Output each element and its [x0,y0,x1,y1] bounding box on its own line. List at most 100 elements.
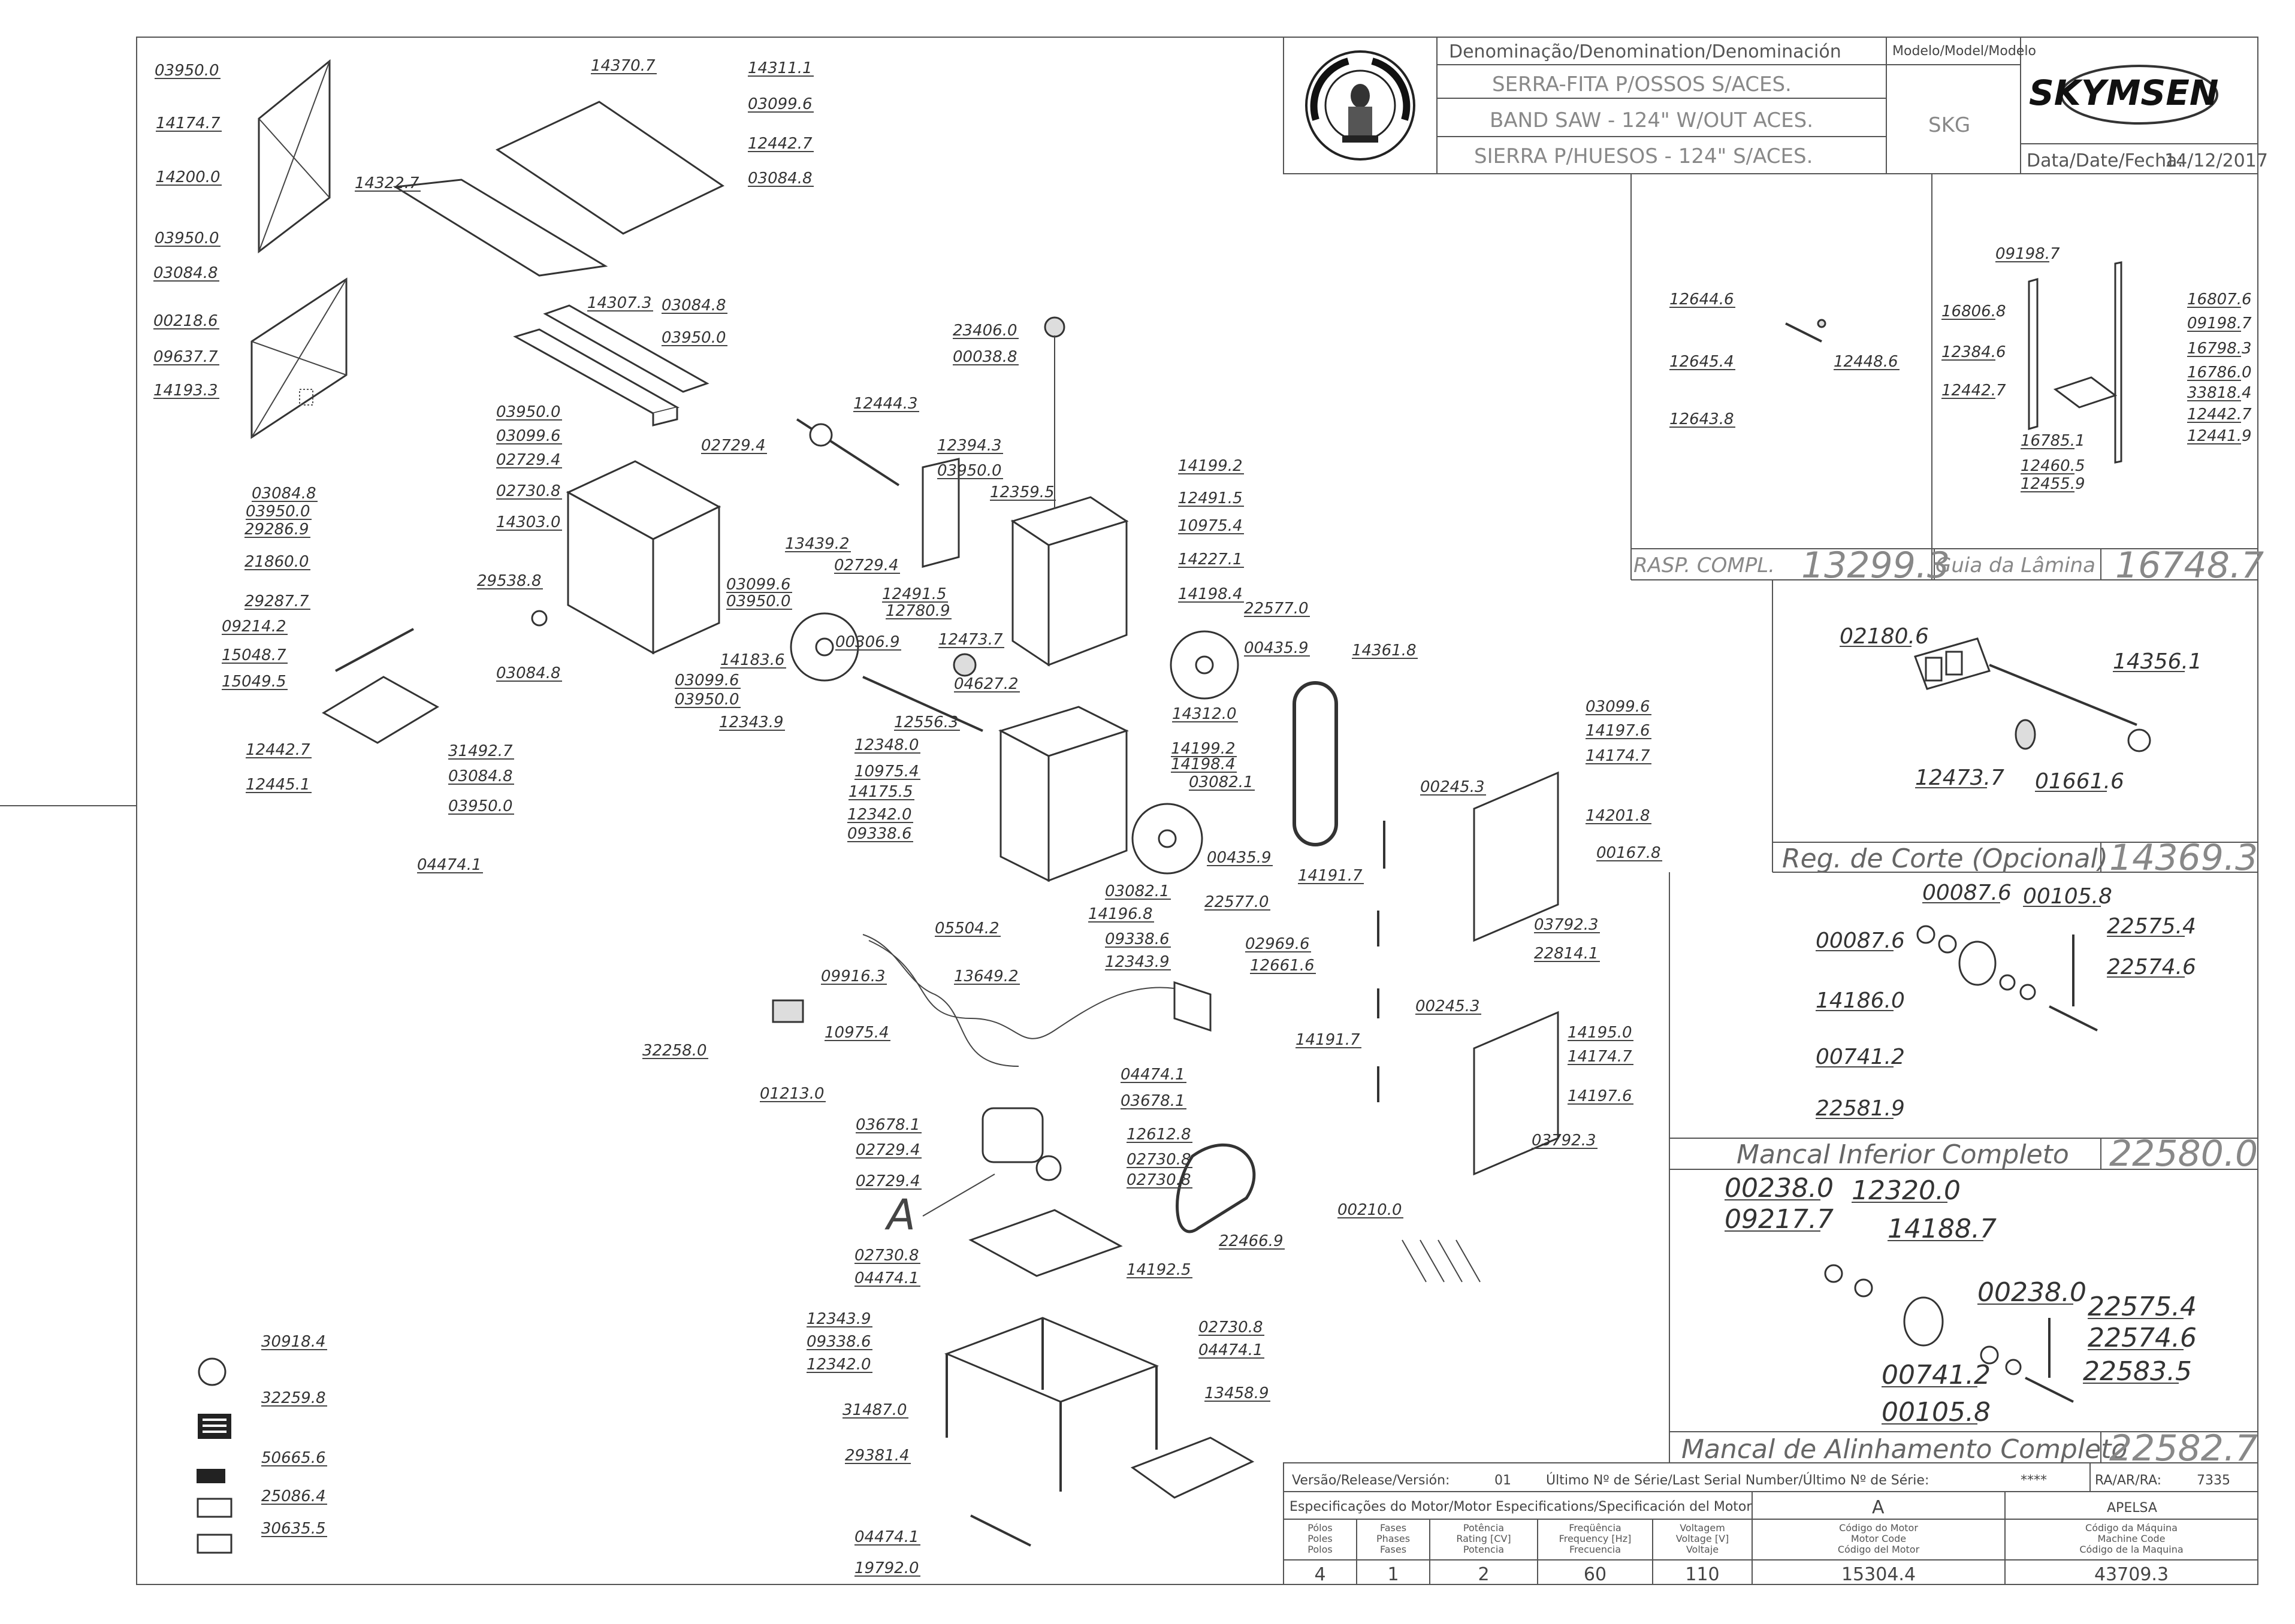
part-number-label: 03084.8 [662,297,726,314]
part-number-label: 25086.4 [261,1487,326,1505]
part-number-label: 03099.6 [748,95,813,113]
part-number-label: 13649.2 [954,967,1019,985]
part-number-label: 22574.6 [2088,1323,2197,1353]
part-number-label: 03099.6 [726,576,791,594]
drawing-alignment-bearing [1824,1264,2074,1403]
part-number-label: 12441.9 [2187,427,2252,445]
svg-text:SKYMSEN: SKYMSEN [2029,72,2218,113]
part-number-label: 09198.7 [2187,314,2252,332]
part-number-label: 02730.8 [1198,1318,1263,1336]
spec-column-header: Pólos [1307,1522,1332,1534]
part-number-label: 33818.4 [2187,384,2252,402]
part-number-label: 14200.0 [156,168,221,186]
spec-column-header: Código da Máquina [2085,1522,2178,1534]
part-number-label: 10975.4 [825,1024,889,1042]
spec-column-header: Motor Code [1851,1533,1906,1544]
spec-column-header: Voltage [V] [1676,1533,1729,1544]
part-number-label: 12442.7 [246,741,310,759]
part-number-label: 14322.7 [355,174,419,192]
part-number-label: 14196.8 [1088,905,1153,923]
drawing-stand [944,1317,1255,1547]
part-number-label: 14175.5 [848,783,913,801]
part-number-label: 15049.5 [222,673,286,691]
part-number-label: 09198.7 [1995,245,2060,263]
part-number-label: 01213.0 [760,1085,825,1103]
part-number-label: 12359.5 [990,483,1055,501]
title-block: Denominação/Denomination/Denominación Mo… [1283,37,2268,174]
part-number-label: 32258.0 [642,1042,707,1060]
part-number-label: 14201.8 [1586,807,1650,825]
drawing-lower-bearing [1916,925,2098,1032]
spec-column-header: Rating [CV] [1456,1533,1511,1544]
drawing-motor [968,1107,1256,1277]
name-en: BAND SAW - 124" W/OUT ACES. [1490,108,1813,132]
version-label: Versão/Release/Versión: [1292,1473,1450,1488]
part-number-label: 14174.7 [156,114,221,132]
part-number-label: 12643.8 [1669,410,1734,428]
part-number-label: 00210.0 [1337,1201,1402,1219]
motor-spec-columns: PólosPolesPolos4FasesPhasesFases1Potênci… [1307,1522,2183,1585]
ra-label: RA/AR/RA: [2095,1473,2161,1488]
spec-column-header: Potência [1463,1522,1504,1534]
part-number-label: 14174.7 [1586,747,1650,765]
spec-column-header: Código de la Maquina [2079,1544,2183,1555]
part-number-label: 12444.3 [853,395,918,413]
spec-column-header: Phases [1376,1533,1410,1544]
spec-column-header: Fases [1380,1544,1406,1555]
part-number-label: 03678.1 [1121,1092,1185,1110]
part-number-label: 00741.2 [1882,1360,1991,1390]
drawing-scraper [1785,319,1826,343]
scraper-title: RASP. COMPL. [1633,554,1775,577]
drawing-top-covers [392,101,724,427]
brand-logo: SKYMSEN [2029,65,2218,125]
part-number-label: 03792.3 [1534,916,1599,934]
part-number-label: 29538.8 [477,572,542,590]
part-number-label: 01661.6 [2035,769,2124,794]
spec-column-header: Frequency [Hz] [1559,1533,1632,1544]
drawing-doors [1377,771,1559,1176]
part-number-label: 12556.3 [894,713,959,731]
part-number-label: 15048.7 [222,646,286,664]
cut-regulator-title: Reg. de Corte (Opcional) [1782,843,2108,874]
part-number-label: 02729.4 [856,1172,920,1190]
part-number-label: 14311.1 [748,59,813,77]
date-label: Data/Date/Fecha: [2027,150,2184,171]
part-number-label: 14188.7 [1888,1214,1997,1244]
right-section-frames [1630,174,2258,1463]
part-number-label: 03792.3 [1532,1132,1596,1150]
part-number-label: 12455.9 [2021,475,2085,493]
part-number-label: 14186.0 [1816,988,1905,1013]
spec-column-header: Código del Motor [1838,1544,1920,1555]
part-number-label: 14193.3 [153,382,218,400]
part-number-label: 02729.4 [701,437,766,455]
drawing-base-plate [322,628,439,744]
part-number-label: 02730.8 [1127,1151,1191,1169]
part-number-label: 00087.6 [1816,929,1905,953]
part-number-label: 09217.7 [1725,1204,1834,1235]
spec-column-value: 15304.4 [1841,1564,1916,1585]
part-number-label: 16806.8 [1941,303,2006,320]
part-number-label: 02730.8 [496,482,561,500]
drawing-saw-body [790,316,1239,882]
spec-column-header: Freqüência [1569,1522,1621,1534]
drawing-clips [1402,1239,1481,1283]
part-number-label: 30918.4 [261,1333,326,1351]
part-number-label: 14361.8 [1352,642,1417,660]
part-number-label: 00238.0 [1725,1173,1834,1203]
part-number-label: 14199.2 [1171,740,1236,758]
drawing-left-panels [250,59,348,439]
motor-specs-header: Especificações do Motor/Motor Especifica… [1290,1499,1752,1514]
part-number-label: 03678.1 [856,1116,920,1134]
part-number-label: 14303.0 [496,513,561,531]
part-number-label: 50665.6 [261,1449,326,1467]
part-number-label: 02729.4 [834,557,899,574]
part-number-label: 29286.9 [244,521,309,539]
part-number-label: 12343.9 [807,1310,871,1328]
part-number-label: 09338.6 [1105,930,1170,948]
part-number-label: 12780.9 [886,602,950,620]
part-number-label: 04474.1 [1198,1341,1263,1359]
part-number-label: 22814.1 [1534,945,1599,963]
